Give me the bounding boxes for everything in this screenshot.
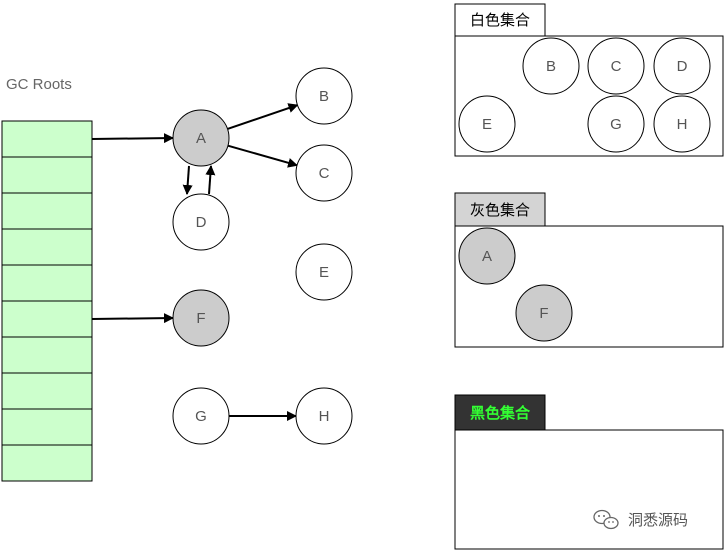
node-e-label: E (319, 264, 329, 281)
gc-root-slot (1, 264, 93, 302)
white-set-member-c-label: C (611, 58, 622, 75)
white-set-member-b (522, 37, 580, 95)
gc-root-slot (1, 372, 93, 410)
gray-set-members: AF (458, 227, 573, 342)
gray-set-tab (454, 192, 546, 227)
node-g (172, 387, 230, 445)
node-h-label: H (319, 408, 330, 425)
gc-root-slot (1, 444, 93, 482)
white-set-member-e-label: E (482, 116, 492, 133)
gc-root-slot (1, 408, 93, 446)
node-b-label: B (319, 88, 329, 105)
node-h (295, 387, 353, 445)
wechat-icon (593, 509, 619, 530)
edge-A-to-C (227, 144, 299, 168)
node-c (295, 144, 353, 202)
gc-root-slot (1, 300, 93, 338)
node-a-label: A (196, 130, 206, 147)
gc-root-slot (1, 120, 93, 158)
gray-set-member-a (458, 227, 516, 285)
white-set-member-c (587, 37, 645, 95)
node-g-label: G (195, 408, 207, 425)
edge-root-1-to-A (91, 133, 174, 144)
node-a (172, 109, 230, 167)
white-set-member-h-label: H (677, 116, 688, 133)
edge-root-6-to-F (91, 313, 174, 324)
white-set-member-d-label: D (677, 58, 688, 75)
gray-set-panel: 灰色集合 AF (454, 192, 724, 348)
reference-edges (91, 103, 299, 421)
white-set-member-g (587, 95, 645, 153)
object-graph: A B C D E F G H (172, 67, 353, 445)
gray-set-member-f (515, 284, 573, 342)
node-b (295, 67, 353, 125)
gc-root-slot (1, 336, 93, 374)
edge-D-to-A (205, 165, 216, 195)
white-set-member-g-label: G (610, 116, 622, 133)
node-d-label: D (196, 214, 207, 231)
black-set-title: 黑色集合 (470, 404, 531, 422)
gc-roots-label: GC Roots (6, 76, 72, 93)
black-set-panel: 黑色集合 (454, 394, 724, 550)
watermark-text: 洞悉源码 (628, 511, 688, 529)
node-f-label: F (196, 310, 205, 327)
node-d (172, 193, 230, 251)
gc-roots-stack (1, 120, 93, 482)
edge-A-to-D (182, 165, 193, 195)
white-set-title: 白色集合 (470, 11, 530, 29)
black-set-box (454, 429, 724, 550)
white-set-tab (454, 3, 546, 37)
edge-A-to-B (227, 103, 299, 130)
node-f (172, 289, 230, 347)
white-set-members: B C D E G H (458, 37, 711, 153)
gray-set-member-f-label: F (539, 305, 548, 322)
gray-set-member-a-label: A (482, 248, 492, 265)
watermark: 洞悉源码 (593, 509, 688, 530)
white-set-member-b-label: B (546, 58, 556, 75)
white-set-member-e (458, 95, 516, 153)
node-c-label: C (319, 165, 330, 182)
black-set-tab (454, 394, 546, 431)
gc-root-slot (1, 192, 93, 230)
gc-root-slot (1, 156, 93, 194)
white-set-panel: 白色集合 B C D E G H (454, 3, 724, 157)
node-e (295, 243, 353, 301)
gc-root-slot (1, 228, 93, 266)
white-set-member-d (653, 37, 711, 95)
gray-set-title: 灰色集合 (470, 201, 530, 219)
white-set-member-h (653, 95, 711, 153)
